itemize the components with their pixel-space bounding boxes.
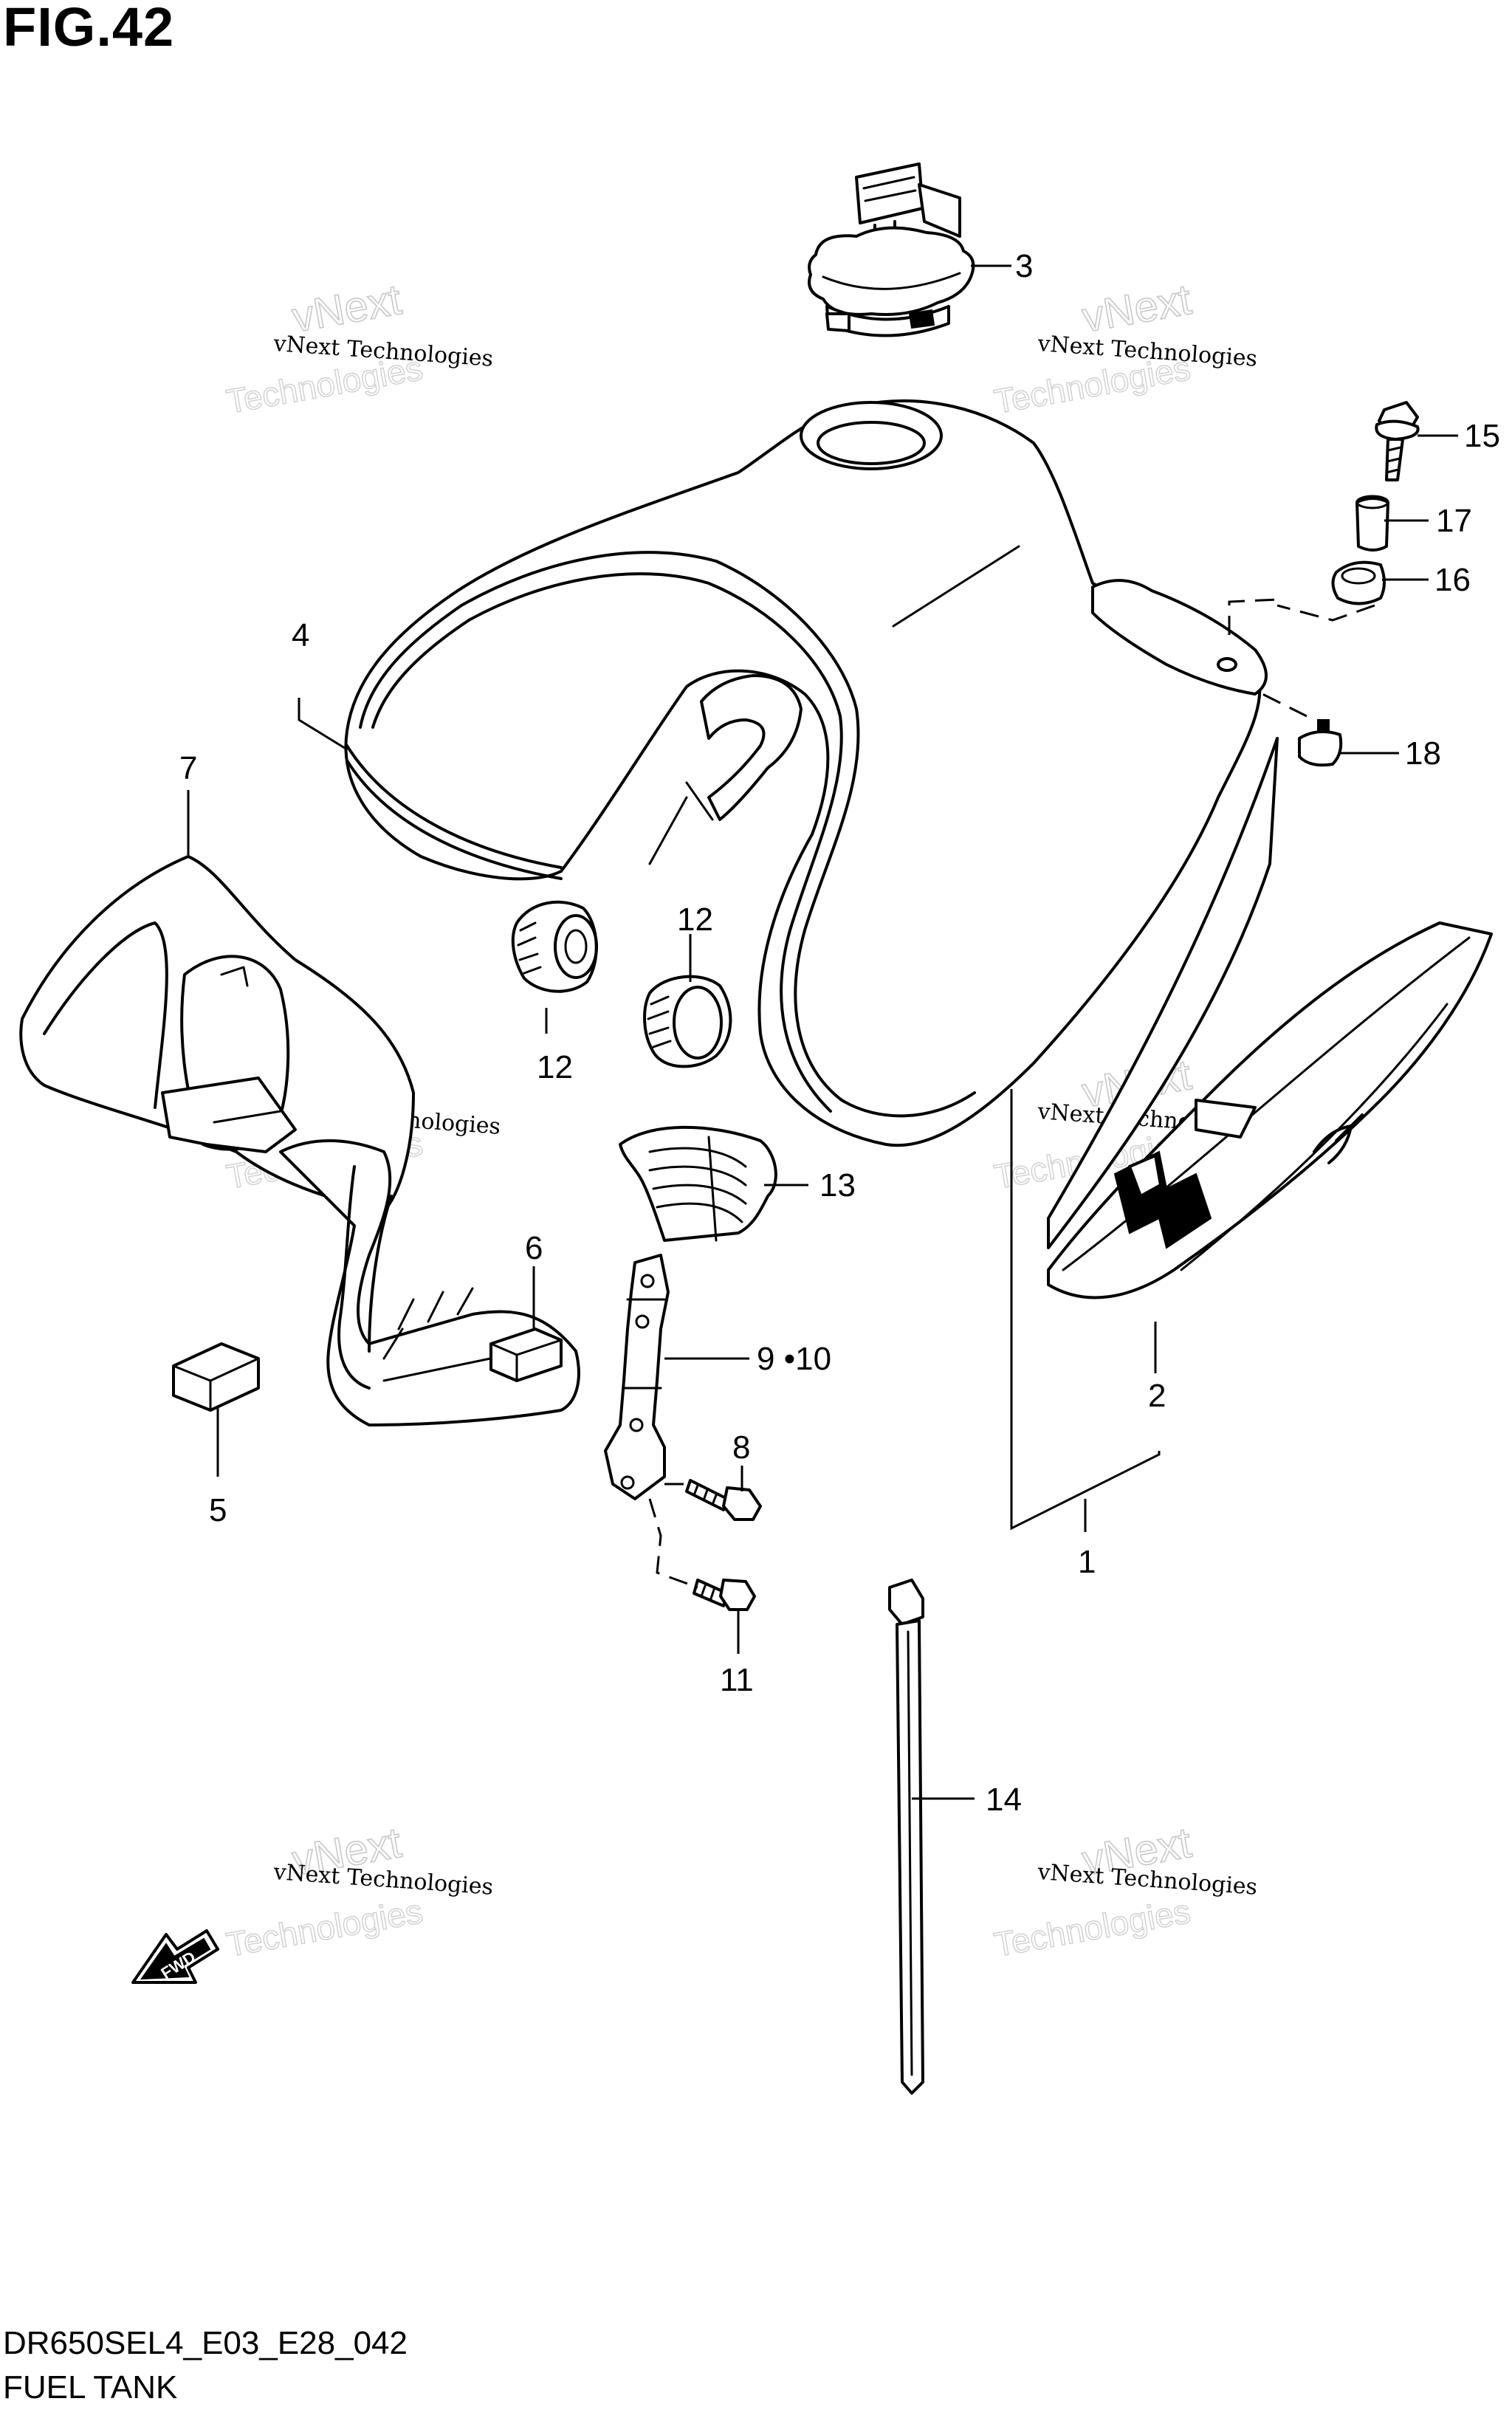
cable-tie-14 [888,1579,924,2095]
figure-name: FUEL TANK [3,2369,178,2405]
watermark-tech-outline: Technologies [992,1892,1193,1964]
callout-3: 3 [1015,248,1033,284]
fuel-tank [344,399,1268,1147]
tank-emblem-shroud [1047,737,1493,1299]
callout-15: 15 [1464,418,1500,454]
bolt-11 [693,1579,756,1611]
watermark-top-left: vNext Technologies vNext Technologies [223,275,494,421]
callout-17: 17 [1436,503,1472,539]
watermark-vnext-outline: vNext [289,275,405,342]
fuel-cap [808,162,975,337]
grommet-12-left [511,900,598,993]
callout-5: 5 [209,1492,227,1528]
callout-16: 16 [1434,562,1471,598]
callout-14: 14 [986,1782,1022,1818]
cushion-rubber-13 [619,1125,777,1242]
callout-8: 8 [732,1429,750,1466]
callout-12-right: 12 [677,902,713,938]
watermark-bottom-right: vNext Technologies vNext Technologies [991,1818,1258,1964]
watermark-bottom-left: vNext Technologies vNext Technologies [223,1818,494,1964]
rubber-pad-6 [489,1328,563,1382]
bolt-15 [1375,401,1420,481]
callout-12-left: 12 [537,1049,573,1085]
callout-9-10: 9 •10 [757,1341,831,1377]
figure-title: FIG.42 [3,0,175,58]
callout-7: 7 [179,750,197,786]
callout-1: 1 [1078,1544,1096,1580]
figure-code: DR650SEL4_E03_E28_042 [3,2325,408,2361]
callout-4: 4 [292,617,309,653]
cushion-5 [172,1342,260,1412]
watermark-vnext-outline: vNext [1079,275,1195,342]
cushion-18 [1298,719,1343,767]
watermark-top-right: vNext Technologies vNext Technologies [991,275,1258,421]
callout-labels: 3 15 17 16 18 4 7 12 12 13 6 9 •10 8 5 1… [179,248,1500,1818]
callout-13: 13 [819,1167,856,1203]
left-side-cover [19,855,580,1426]
bolt-8 [685,1479,762,1521]
grommet-12-right [643,975,732,1068]
callout-6: 6 [525,1230,543,1266]
forward-direction-arrow-icon: FWD [131,1929,219,1984]
collar-17 [1355,495,1389,552]
mounting-bracket-9-10 [604,1254,670,1500]
callout-2: 2 [1148,1378,1166,1414]
callout-11: 11 [720,1662,754,1698]
leader-lines [187,264,1458,1800]
callout-18: 18 [1405,735,1441,772]
grommet-16 [1331,560,1386,605]
watermark-tech-outline: Technologies [224,1892,425,1964]
